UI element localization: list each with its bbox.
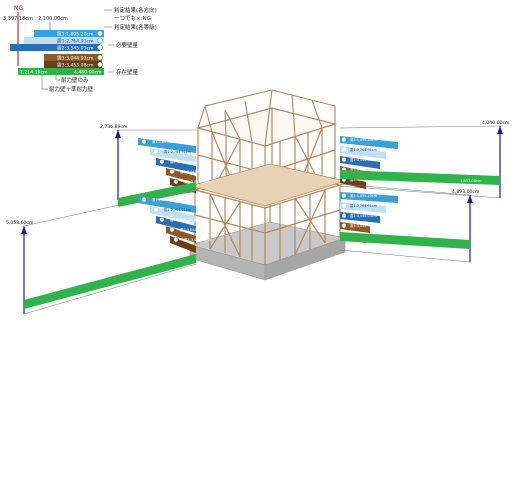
- panel-bar-upper-right-3: [340, 156, 380, 169]
- panel-guide-upper-right: [339, 125, 501, 129]
- panel-axis-arrow-upper-left: [115, 130, 121, 138]
- legend-bar-5: [44, 61, 102, 68]
- legend-bar-existing: [18, 68, 104, 75]
- legend-mid-value: 2,100.00cm: [38, 16, 68, 22]
- panel-bar-lower-left-1: [138, 196, 196, 213]
- panel-axis-arrow-upper-right: [497, 126, 503, 134]
- panel-bar-lower-right-1: [340, 192, 398, 203]
- panel-bar-label-upper-left-3: 震2:3,545.03cm: [170, 159, 198, 164]
- legend-existing-value: 1,214.19cm: [20, 70, 48, 76]
- panel-result-mark-upper-right-1: [341, 137, 347, 143]
- panel-result-mark-lower-right-4: [341, 223, 347, 229]
- panel-bar-lower-right-3: [340, 212, 380, 223]
- panel-axis-value-lower-right: 4,893.00cm: [452, 189, 480, 195]
- panel-bar-label-lower-right-3: 震2:3,545.03cm: [350, 213, 378, 218]
- panel-bar-label-upper-left-1: 風1:1,895.20cm: [152, 139, 180, 144]
- building-frame: [188, 89, 347, 281]
- panel-axis-value-lower-left: 5,058.60cm: [6, 220, 34, 226]
- legend-bar-4: [44, 54, 102, 61]
- legend: NG 3,397.18cm 2,100.00cm 風1:1,895.20cm 震…: [3, 5, 157, 93]
- panel-bar-label-lower-left-1: 風1:1,895.20cm: [152, 197, 180, 202]
- legend-bar-2: [24, 37, 104, 44]
- legend-label-2: 震1:2,764.91cm: [57, 39, 94, 45]
- panel-bar-lower-left-3: [156, 216, 196, 233]
- panel-result-mark-lower-right-2: [341, 203, 347, 209]
- panel-result-mark-upper-right-3: [341, 157, 347, 163]
- legend-label-5: 震3:3,453.08cm: [57, 63, 94, 69]
- panel-guide-bottom-lower-right: [339, 249, 471, 263]
- panel-bar-upper-left-2: [150, 148, 196, 163]
- panel-axis-value-upper-left: 2,736.89cm: [100, 124, 128, 130]
- legend-label-3: 震2:3,545.03cm: [57, 46, 94, 52]
- panel-existing-bar-lower-left: [24, 254, 196, 309]
- panel-bar-label-lower-left-2: 震1:2,764.91cm: [164, 207, 192, 212]
- legend-note-bearing-only: 耐力壁のみ: [61, 76, 89, 84]
- panel-bar-label-upper-left-2: 震1:2,764.91cm: [164, 149, 192, 154]
- panel-bar-upper-left-1: [138, 138, 196, 153]
- panel-bar-label-lower-left-3: 震2:3,545.03cm: [170, 217, 198, 222]
- panel-existing-bar-lower-right: [340, 232, 470, 249]
- panel-existing-value-upper-right: 3,857.00cm: [460, 179, 482, 183]
- panel-bar-label-lower-right-4: 震3:3,044.93cm: [350, 223, 378, 228]
- panel-guide-lower-left: [23, 187, 197, 227]
- legend-note-ng-rule: 一つでも×:NG: [114, 15, 151, 22]
- panel-result-mark-lower-left-2: [153, 207, 159, 213]
- panel-axis-arrow-lower-right: [467, 195, 473, 203]
- panel-bar-label-lower-left-5: 震3:3,453.08cm: [184, 237, 212, 242]
- direction-panels: 2,736.89cm 風1:1,895.20cm 震1:2,764.91cm 震2:3…: [6, 120, 510, 315]
- panel-bar-lower-right-4: [340, 222, 370, 233]
- panel-bar-upper-right-2: [340, 146, 386, 159]
- panel-bar-label-upper-left-5: 震3:3,453.08cm: [184, 179, 212, 184]
- legend-label-1: 風1:1,895.20cm: [57, 32, 94, 38]
- panel-bar-label-lower-right-2: 震1:2,764.91cm: [350, 203, 378, 208]
- panel-result-mark-lower-left-4: [169, 227, 175, 233]
- panel-result-mark-upper-left-4: [169, 169, 175, 175]
- legend-note-result-level: 判定結果(各等級): [114, 23, 157, 31]
- panel-bar-lower-left-2: [150, 206, 196, 223]
- panel-result-mark-lower-right-3: [341, 213, 347, 219]
- legend-note-existing: 存在壁量: [116, 68, 139, 76]
- panel-result-mark-upper-right-2: [341, 147, 347, 153]
- panel-bar-lower-right-2: [340, 202, 386, 213]
- panel-bar-label-upper-left-4: 震3:3,044.93cm: [180, 169, 208, 174]
- legend-bar-1: [34, 30, 104, 37]
- panel-result-mark-upper-left-2: [153, 149, 159, 155]
- panel-guide-bottom-upper-right: [339, 185, 501, 199]
- panel-bar-label-lower-right-1: 風1:1,895.20cm: [350, 193, 378, 198]
- panel-bar-label-lower-left-4: 震3:3,044.93cm: [180, 227, 208, 232]
- panel-axis-arrow-lower-left: [21, 226, 27, 234]
- panel-result-mark-lower-left-5: [173, 237, 179, 243]
- legend-ng-mark: NG: [14, 5, 23, 12]
- panel-result-mark-lower-left-3: [159, 217, 165, 223]
- panel-result-mark-upper-left-3: [159, 159, 165, 165]
- legend-label-4: 震3:3,044.93cm: [57, 56, 94, 62]
- legend-note-bearing-plus: 耐力壁＋準耐力壁: [49, 85, 94, 93]
- panel-guide-lower-right: [339, 183, 471, 196]
- legend-note-result-direction: 判定結果(各方向): [114, 6, 157, 14]
- panel-bar-label-upper-right-4: 震3:3,044.93cm: [350, 167, 378, 172]
- legend-note-required: 必要壁量: [116, 41, 139, 49]
- panel-axis-value-upper-right: 4,040.00cm: [482, 120, 510, 126]
- panel-result-mark-upper-left-1: [141, 139, 147, 145]
- panel-result-mark-lower-left-1: [141, 197, 147, 203]
- panel-result-mark-upper-left-5: [173, 179, 179, 185]
- panel-bar-label-upper-right-1: 風1:1,895.20cm: [350, 137, 378, 142]
- panel-bar-label-upper-right-3: 震2:3,545.03cm: [350, 157, 378, 162]
- panel-bar-upper-left-3: [156, 158, 196, 173]
- legend-top-value: 3,397.18cm: [3, 16, 33, 22]
- legend-bar-3: [10, 44, 100, 51]
- legend-bottom-value: 4,480.00cm: [74, 70, 102, 76]
- panel-bar-label-upper-right-2: 震1:2,764.91cm: [350, 147, 378, 152]
- panel-guide-bottom-lower-left: [23, 263, 197, 315]
- panel-existing-bar-upper-right: [340, 170, 500, 185]
- panel-bar-upper-right-1: [340, 136, 398, 149]
- panel-result-mark-lower-right-1: [341, 193, 347, 199]
